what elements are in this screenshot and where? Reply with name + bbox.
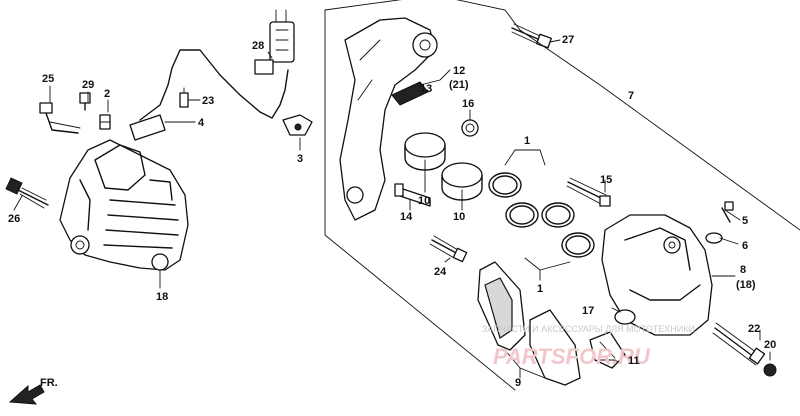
pad-clip-11 — [589, 331, 626, 369]
callout-1-upper: 1 — [524, 135, 530, 147]
callout-10-upper: 10 — [418, 195, 430, 207]
callout-25: 25 — [42, 73, 54, 85]
callout-5: 5 — [742, 215, 748, 227]
callout-23: 23 — [202, 95, 214, 107]
callout-24: 24 — [434, 266, 447, 278]
bolt-25 — [39, 102, 81, 134]
callout-3: 3 — [297, 153, 303, 165]
caliper-body-8 — [601, 214, 713, 336]
watermark-tagline: ЗАПЧАСТИ И АКСЕССУАРЫ ДЛЯ МОТОТЕХНИКИ — [482, 324, 695, 334]
callout-2: 2 — [104, 88, 110, 100]
callout-22: 22 — [748, 323, 760, 335]
pin-15 — [566, 177, 611, 207]
pin-22 — [712, 322, 766, 366]
bleeder-5 — [721, 201, 734, 223]
callout-18: 18 — [156, 291, 168, 303]
cap-2 — [99, 114, 111, 130]
cap-6 — [705, 232, 723, 244]
callout-4: 4 — [198, 117, 205, 129]
callout-6: 6 — [742, 240, 748, 252]
watermark: ЗАПЧАСТИ И АКСЕССУАРЫ ДЛЯ МОТОТЕХНИКИ PA… — [482, 324, 695, 369]
bolt-24 — [429, 235, 468, 263]
connector-28 — [254, 9, 295, 75]
callout-17: 17 — [582, 305, 594, 317]
caliper-assembly-left — [59, 139, 189, 271]
callout-7: 7 — [628, 90, 634, 102]
caliper-bracket-13 — [339, 17, 438, 221]
callout-9: 9 — [515, 377, 521, 389]
callout-14: 14 — [400, 211, 413, 223]
leader-group-bracket — [324, 9, 516, 391]
pad-spring-13 — [391, 81, 429, 106]
brake-pads-9 — [477, 261, 581, 386]
callout-28: 28 — [252, 40, 264, 52]
callout-12: 12 — [453, 65, 465, 77]
callout-20: 20 — [764, 339, 776, 351]
clamp-3 — [282, 114, 313, 136]
boot-16 — [461, 119, 479, 137]
boot-17 — [614, 309, 636, 325]
callout-11: 11 — [628, 355, 640, 367]
callout-1-lower: 1 — [537, 283, 543, 295]
pin-14 — [394, 183, 431, 207]
piston-seals-1 — [488, 172, 595, 258]
bolt-26 — [5, 177, 49, 209]
front-direction-arrow: FR. — [8, 377, 58, 405]
callout-16: 16 — [462, 98, 474, 110]
bleeder-29 — [79, 92, 91, 111]
leader-lines — [13, 39, 771, 379]
callout-12-alt: (21) — [449, 79, 469, 91]
callout-26: 26 — [8, 213, 20, 225]
callout-8-alt: (18) — [736, 279, 756, 291]
front-direction-label: FR. — [40, 377, 58, 389]
callout-29: 29 — [82, 79, 94, 91]
leader-group-7 — [324, 0, 800, 231]
callout-27: 27 — [562, 34, 574, 46]
callout-10-lower: 10 — [453, 211, 465, 223]
callout-15: 15 — [600, 174, 612, 186]
plug-20 — [763, 363, 777, 377]
callout-8: 8 — [740, 264, 746, 276]
sensor-wire-4 — [129, 49, 289, 141]
watermark-brand: PARTSFOR.RU — [493, 344, 651, 369]
callout-labels: 25 29 2 23 4 28 3 26 18 27 12 (21) 13 16… — [8, 34, 776, 389]
callout-13: 13 — [420, 83, 432, 95]
